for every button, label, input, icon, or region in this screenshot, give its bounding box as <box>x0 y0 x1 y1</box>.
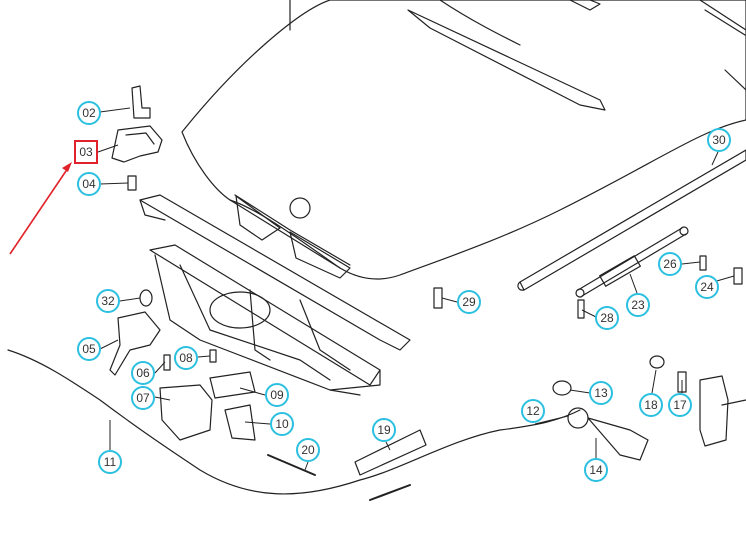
callout-23[interactable]: 23 <box>626 293 650 317</box>
part-12-cable-joint <box>567 407 649 461</box>
selection-arrow <box>9 162 72 255</box>
cable-11 <box>7 349 581 501</box>
part-05 <box>109 311 161 376</box>
part-13 <box>552 380 572 396</box>
bolt-26 <box>699 255 707 271</box>
handle-part <box>699 375 746 447</box>
part-02 <box>131 85 151 119</box>
bolt-24 <box>733 267 743 285</box>
part-07 <box>159 384 213 441</box>
strip-part <box>517 149 746 291</box>
leader-lines <box>97 107 735 471</box>
callout-24[interactable]: 24 <box>695 275 719 299</box>
callout-02[interactable]: 02 <box>77 101 101 125</box>
callout-03-selected[interactable]: 03 <box>74 140 98 164</box>
callout-20[interactable]: 20 <box>296 438 320 462</box>
part-17 <box>677 371 687 393</box>
callout-30[interactable]: 30 <box>707 128 731 152</box>
front-carrier-part <box>139 194 411 396</box>
part-20 <box>267 454 316 476</box>
callout-13[interactable]: 13 <box>589 381 613 405</box>
bolt-08 <box>209 349 217 363</box>
callout-07[interactable]: 07 <box>131 386 155 410</box>
callout-09[interactable]: 09 <box>265 383 289 407</box>
callout-10[interactable]: 10 <box>270 412 294 436</box>
part-19 <box>354 429 427 476</box>
callout-14[interactable]: 14 <box>584 458 608 482</box>
callout-08[interactable]: 08 <box>174 346 198 370</box>
callout-29[interactable]: 29 <box>457 290 481 314</box>
callout-28[interactable]: 28 <box>595 306 619 330</box>
callout-32[interactable]: 32 <box>96 289 120 313</box>
callout-04[interactable]: 04 <box>77 172 101 196</box>
bolt-28 <box>577 299 585 319</box>
bolt-06 <box>163 354 171 371</box>
callout-06[interactable]: 06 <box>131 361 155 385</box>
callout-18[interactable]: 18 <box>639 393 663 417</box>
part-09 <box>209 371 256 399</box>
part-32 <box>139 289 153 307</box>
part-10 <box>224 404 256 441</box>
bolt-29 <box>433 287 443 309</box>
part-18 <box>649 355 665 369</box>
hood-part <box>181 0 746 280</box>
callout-05[interactable]: 05 <box>77 337 101 361</box>
callout-11[interactable]: 11 <box>98 450 122 474</box>
callout-17[interactable]: 17 <box>668 393 692 417</box>
part-03 <box>111 125 163 163</box>
gas-strut-part <box>575 226 689 298</box>
callout-19[interactable]: 19 <box>372 418 396 442</box>
callout-26[interactable]: 26 <box>658 252 682 276</box>
part-04 <box>127 175 137 191</box>
callout-12[interactable]: 12 <box>521 399 545 423</box>
